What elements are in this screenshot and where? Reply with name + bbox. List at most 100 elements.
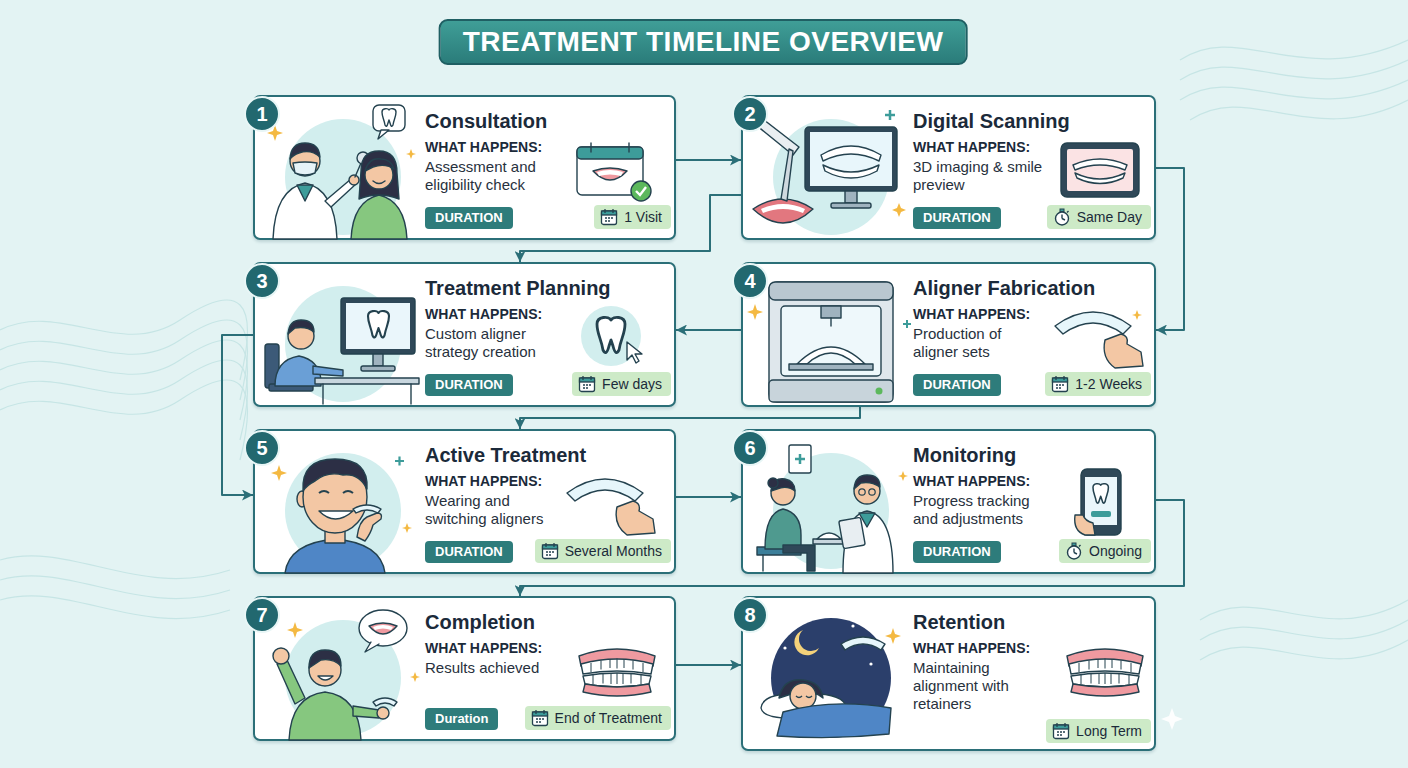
step-title: Digital Scanning — [913, 109, 1070, 133]
step-title: Monitoring — [913, 443, 1045, 467]
callout-number: 8 — [744, 604, 755, 627]
step-title: Active Treatment — [425, 443, 586, 467]
step-card: Aligner FabricationWHAT HAPPENS: Producti… — [741, 262, 1156, 407]
text-column: Active TreatmentWHAT HAPPENS:Wearing and… — [425, 443, 586, 528]
section-label: WHAT HAPPENS: — [913, 139, 1070, 156]
step-card: Digital ScanningWHAT HAPPENS: 3D imaging … — [741, 95, 1156, 240]
callout-number: 2 — [744, 103, 755, 126]
step-number: 8 — [732, 597, 768, 633]
text-column: Digital ScanningWHAT HAPPENS: 3D imaging … — [913, 109, 1070, 194]
duration-value: Ongoing — [1059, 539, 1151, 563]
duration-value: 1-2 Weeks — [1045, 372, 1151, 396]
step-title: Consultation — [425, 109, 557, 133]
duration-tag: DURATION — [435, 210, 503, 225]
stopwatch-icon — [1053, 208, 1071, 226]
section-label: WHAT HAPPENS: — [913, 473, 1045, 490]
step-description: Maintaining alignment with retainers — [913, 659, 1045, 713]
step-title: Retention — [913, 610, 1045, 634]
duration-tag: DURATION — [923, 210, 991, 225]
calendar-icon — [1051, 375, 1069, 393]
callout-number: 6 — [744, 437, 755, 460]
flow-arrow — [676, 329, 741, 331]
flow-arrow — [676, 496, 741, 498]
duration-label: DURATION — [913, 374, 1001, 396]
step-title: Completion — [425, 610, 557, 634]
text-column: MonitoringWHAT HAPPENS: Progress tracking… — [913, 443, 1045, 528]
step-card: ConsultationWHAT HAPPENS: Assessment and … — [253, 95, 676, 240]
duration-tag: DURATION — [923, 544, 991, 559]
duration-value: End of Treatment — [525, 706, 671, 730]
duration-label: DURATION — [913, 541, 1001, 563]
calendar-icon — [1052, 722, 1070, 740]
duration-value: Same Day — [1047, 205, 1151, 229]
duration-text: 1 Visit — [624, 208, 662, 226]
calendar-icon — [541, 542, 559, 560]
callout-number: 4 — [744, 270, 755, 293]
step-description: Custom aligner strategy creation — [425, 325, 557, 361]
section-label: WHAT HAPPENS: — [913, 640, 1045, 657]
step-title: Aligner Fabrication — [913, 276, 1095, 300]
step-number: 2 — [732, 96, 768, 132]
duration-text: Same Day — [1077, 208, 1142, 226]
step-number: 7 — [244, 597, 280, 633]
stopwatch-icon — [1065, 542, 1083, 560]
duration-label: Duration — [425, 708, 498, 730]
section-label: WHAT HAPPENS: — [913, 306, 1095, 323]
duration-label: DURATION — [913, 207, 1001, 229]
callout-number: 7 — [256, 604, 267, 627]
flow-arrow — [1156, 168, 1184, 330]
text-column: Aligner FabricationWHAT HAPPENS: Producti… — [913, 276, 1095, 361]
duration-label: DURATION — [425, 207, 513, 229]
step-description: Assessment and eligibility check — [425, 158, 557, 194]
calendar-icon — [578, 375, 596, 393]
section-label: WHAT HAPPENS: — [425, 139, 557, 156]
callout-number: 1 — [256, 103, 267, 126]
duration-text: Few days — [602, 375, 662, 393]
callout-number: 3 — [256, 270, 267, 293]
duration-label: DURATION — [425, 541, 513, 563]
step-description: Results achieved — [425, 659, 557, 677]
duration-value: Long Term — [1046, 719, 1151, 743]
flow-arrow — [676, 664, 741, 666]
duration-text: Several Months — [565, 542, 662, 560]
duration-value: 1 Visit — [594, 205, 671, 229]
step-description: Progress tracking and adjustments — [913, 492, 1045, 528]
step-card: Active TreatmentWHAT HAPPENS:Wearing and… — [253, 429, 676, 574]
duration-text: Ongoing — [1089, 542, 1142, 560]
section-label: WHAT HAPPENS: — [425, 640, 557, 657]
step-number: 3 — [244, 263, 280, 299]
duration-value: Few days — [572, 372, 671, 396]
step-card: Treatment PlanningWHAT HAPPENS: Custom al… — [253, 262, 676, 407]
step-description: 3D imaging & smile preview — [913, 158, 1045, 194]
calendar-icon — [600, 208, 618, 226]
text-column: CompletionWHAT HAPPENS: Results achieved — [425, 610, 557, 677]
step-number: 5 — [244, 430, 280, 466]
step-card: RetentionWHAT HAPPENS: Maintaining alignm… — [741, 596, 1156, 751]
section-label: WHAT HAPPENS: — [425, 306, 611, 323]
duration-value: Several Months — [535, 539, 671, 563]
step-description: Production of aligner sets — [913, 325, 1045, 361]
step-number: 1 — [244, 96, 280, 132]
flow-arrow — [520, 407, 860, 429]
text-column: ConsultationWHAT HAPPENS: Assessment and … — [425, 109, 557, 194]
duration-text: Long Term — [1076, 722, 1142, 740]
duration-text: 1-2 Weeks — [1075, 375, 1142, 393]
text-column: RetentionWHAT HAPPENS: Maintaining alignm… — [913, 610, 1045, 713]
duration-label: DURATION — [425, 374, 513, 396]
step-title: Treatment Planning — [425, 276, 611, 300]
step-card: MonitoringWHAT HAPPENS: Progress tracking… — [741, 429, 1156, 574]
callout-number: 5 — [256, 437, 267, 460]
step-number: 6 — [732, 430, 768, 466]
flow-arrow — [676, 159, 741, 161]
duration-text: End of Treatment — [555, 709, 662, 727]
duration-tag: Duration — [435, 711, 488, 726]
title-banner: TREATMENT TIMELINE OVERVIEW — [439, 19, 968, 65]
duration-tag: DURATION — [435, 377, 503, 392]
calendar-icon — [531, 709, 549, 727]
step-card: CompletionWHAT HAPPENS: Results achieved 7… — [253, 596, 676, 741]
duration-tag: DURATION — [435, 544, 503, 559]
text-column: Treatment PlanningWHAT HAPPENS: Custom al… — [425, 276, 611, 361]
step-description: Wearing and switching aligners — [425, 492, 557, 528]
